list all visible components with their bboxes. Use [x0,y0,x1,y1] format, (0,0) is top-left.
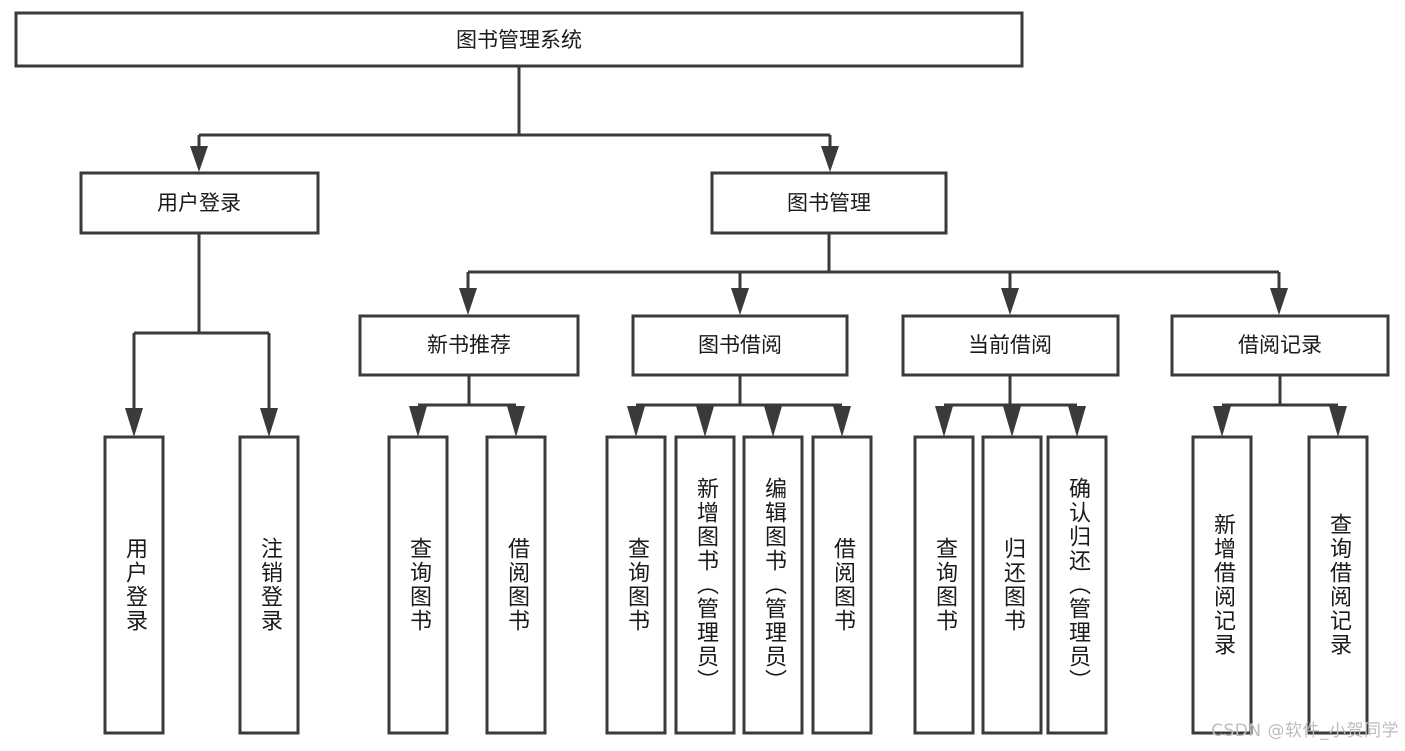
leaf-box-currentborrow-2[interactable] [981,435,1043,735]
arrow-to-new-book [459,288,477,315]
node-new-book-recommend[interactable]: 新书推荐 [358,314,580,377]
leaf-box-borrowrecord-1[interactable] [1191,435,1253,735]
leaf-box-bookborrow-2[interactable] [674,435,736,735]
csdn-watermark: CSDN @软件_小贺同学 [1211,721,1399,741]
node-book-management[interactable]: 图书管理 [710,171,948,235]
leaf-box-newbook-2[interactable] [485,435,547,735]
leaf-box-borrowrecord-2[interactable] [1307,435,1369,735]
arrow-leaf-currentborrow-3 [1068,406,1086,437]
arrow-leaf-user-login-1 [125,408,143,437]
node-user-login-label: 用户登录 [157,191,241,215]
arrow-leaf-bookborrow-1 [627,406,645,437]
node-user-login[interactable]: 用户登录 [79,171,320,235]
leaf-box-newbook-1[interactable] [387,435,449,735]
node-root[interactable]: 图书管理系统 [14,11,1024,68]
node-book-borrow-label: 图书借阅 [698,333,782,357]
arrow-to-book-mgmt [821,146,839,172]
node-current-borrow-label: 当前借阅 [968,333,1052,357]
arrow-leaf-currentborrow-1 [935,406,953,437]
leaf-box-currentborrow-1[interactable] [913,435,975,735]
node-book-management-label: 图书管理 [787,191,871,215]
node-borrow-record[interactable]: 借阅记录 [1170,314,1390,377]
arrow-to-user-login [190,146,208,172]
arrow-leaf-newbook-1 [409,406,427,437]
node-book-borrow[interactable]: 图书借阅 [631,314,849,377]
arrow-to-book-borrow [731,288,749,315]
arrow-leaf-currentborrow-2 [1003,406,1021,437]
node-current-borrow[interactable]: 当前借阅 [901,314,1120,377]
leaf-box-bookborrow-3[interactable] [742,435,804,735]
arrow-leaf-newbook-2 [507,406,525,437]
arrow-leaf-bookborrow-2 [696,406,714,437]
node-root-label: 图书管理系统 [456,28,582,52]
leaf-box-currentborrow-3[interactable] [1046,435,1108,735]
arrow-leaf-bookborrow-4 [833,406,851,437]
leaf-box-bookborrow-4[interactable] [811,435,873,735]
node-borrow-record-label: 借阅记录 [1238,333,1322,357]
arrow-to-current-borrow [1001,288,1019,315]
node-new-book-recommend-label: 新书推荐 [427,333,511,357]
leaf-box-bookborrow-1[interactable] [605,435,667,735]
leaf-box-user-login-2[interactable] [238,435,300,735]
arrow-to-borrow-record [1270,288,1288,315]
arrow-leaf-bookborrow-3 [764,406,782,437]
arrow-leaf-borrowrecord-2 [1329,406,1347,437]
leaf-box-user-login-1[interactable] [103,435,165,735]
arrow-leaf-user-login-2 [260,408,278,437]
arrow-leaf-borrowrecord-1 [1213,406,1231,437]
